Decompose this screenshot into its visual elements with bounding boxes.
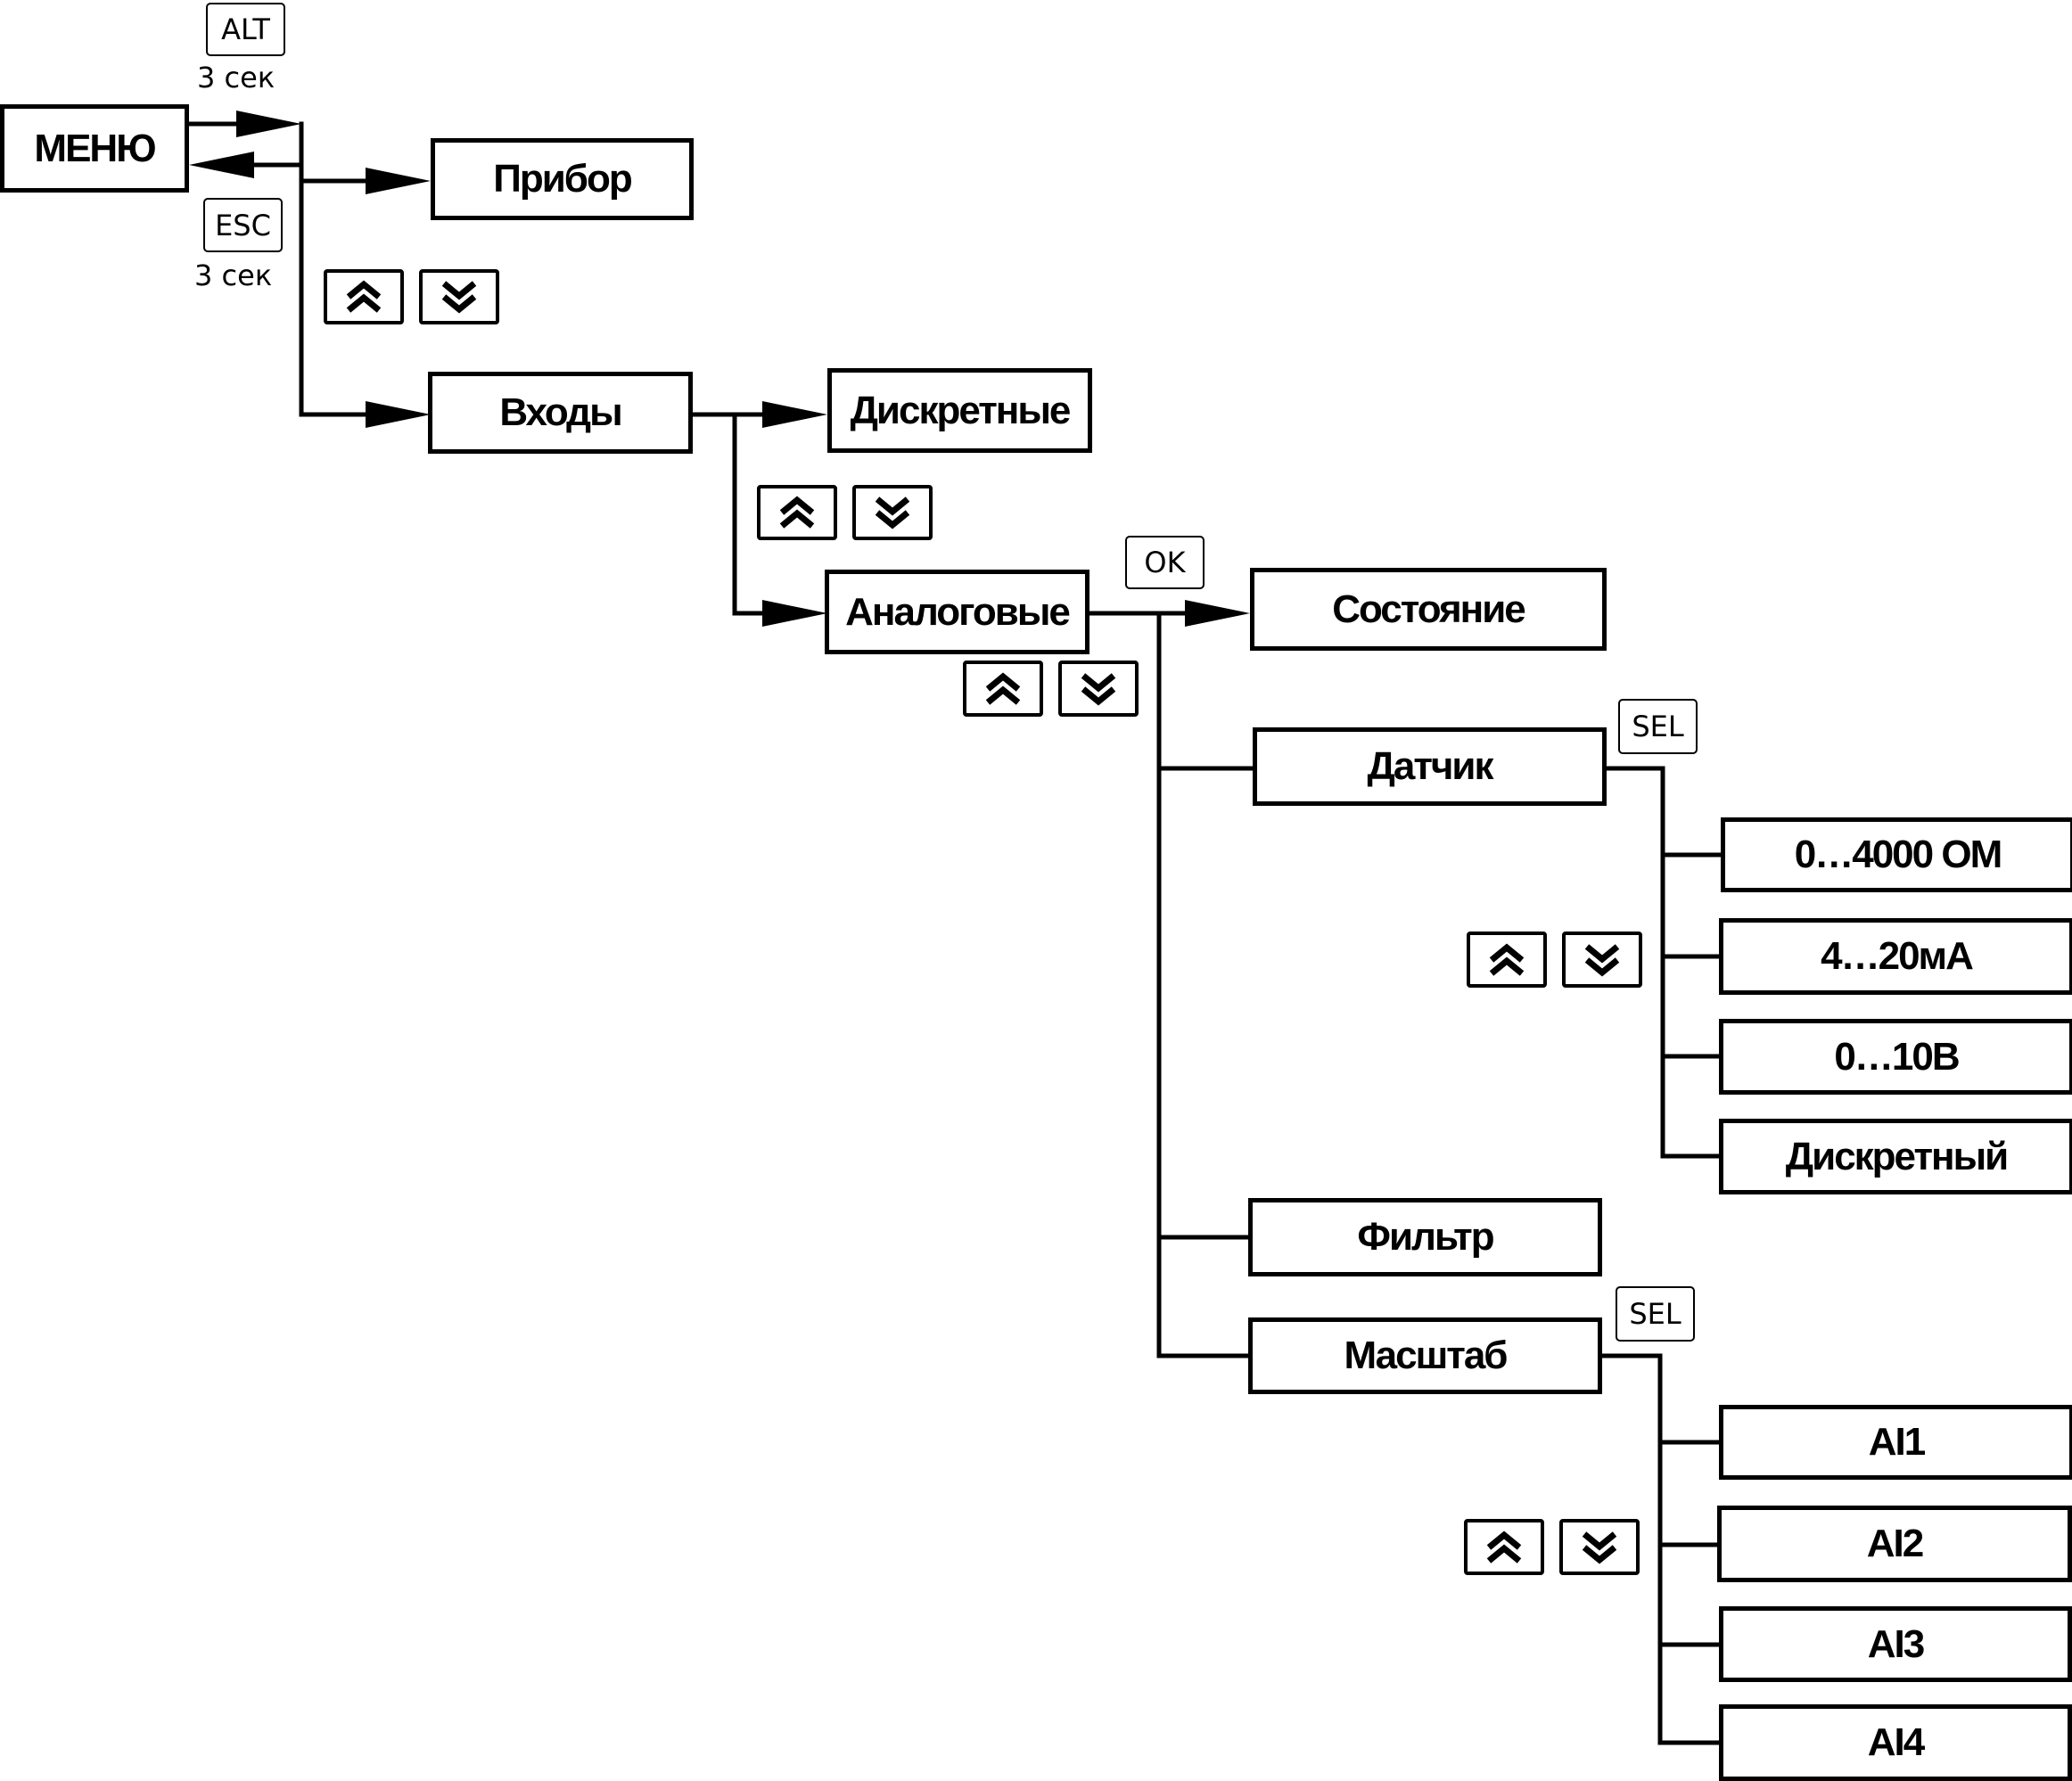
double-chevron-down-icon bbox=[1582, 1531, 1617, 1564]
arrowhead-to-pribor bbox=[366, 168, 431, 194]
double-chevron-up-icon bbox=[1486, 1530, 1522, 1564]
double-chevron-down-icon bbox=[441, 281, 477, 314]
double-chevron-up-icon bbox=[346, 280, 382, 313]
down-button bbox=[1559, 1519, 1640, 1575]
sostoyanie-box[interactable]: Состояние bbox=[1250, 568, 1607, 651]
up-button bbox=[324, 269, 404, 324]
analogovye-box[interactable]: Аналоговые bbox=[825, 570, 1089, 654]
double-chevron-down-icon bbox=[875, 497, 910, 529]
datchik-box[interactable]: Датчик bbox=[1253, 727, 1607, 806]
arrowhead-to-sostoyanie bbox=[1185, 600, 1250, 627]
arrowhead-to-diskretnye bbox=[762, 401, 827, 428]
up-button bbox=[1467, 932, 1547, 988]
menu-box[interactable]: МЕНЮ bbox=[0, 104, 189, 193]
arrowhead-to-vkhody bbox=[366, 401, 431, 428]
esc-hold-caption: 3 сек bbox=[194, 259, 273, 292]
arrowhead-to-menu bbox=[189, 152, 254, 178]
ai1-box[interactable]: AI1 bbox=[1719, 1405, 2072, 1480]
sel-key-datchik: SEL bbox=[1618, 699, 1698, 754]
pribor-box[interactable]: Прибор bbox=[431, 138, 694, 220]
double-chevron-down-icon bbox=[1081, 672, 1116, 706]
arrowhead-to-analogovye bbox=[762, 600, 827, 627]
masshtab-box[interactable]: Масштаб bbox=[1248, 1317, 1602, 1394]
ok-key: OK bbox=[1125, 536, 1205, 589]
arrowhead-to-trunk bbox=[236, 111, 301, 137]
alt-hold-caption: 3 сек bbox=[197, 61, 275, 94]
ai2-box[interactable]: AI2 bbox=[1717, 1506, 2072, 1582]
esc-key: ESC bbox=[203, 198, 283, 252]
sel-key-masshtab: SEL bbox=[1616, 1286, 1695, 1342]
down-button bbox=[852, 485, 933, 540]
down-button bbox=[419, 269, 499, 324]
double-chevron-down-icon bbox=[1584, 943, 1620, 977]
ai4-box[interactable]: AI4 bbox=[1719, 1704, 2072, 1781]
down-button bbox=[1058, 661, 1139, 717]
alt-key: ALT bbox=[206, 3, 285, 56]
double-chevron-up-icon bbox=[985, 671, 1021, 705]
up-button bbox=[757, 485, 837, 540]
range-0-4000-ohm-box[interactable]: 0…4000 ОМ bbox=[1721, 817, 2072, 892]
double-chevron-up-icon bbox=[1489, 942, 1525, 976]
up-button bbox=[963, 661, 1043, 717]
down-button bbox=[1562, 932, 1642, 988]
diskretny-box[interactable]: Дискретный bbox=[1719, 1119, 2072, 1194]
filtr-box[interactable]: Фильтр bbox=[1248, 1198, 1602, 1276]
ai3-box[interactable]: AI3 bbox=[1719, 1606, 2072, 1682]
double-chevron-up-icon bbox=[779, 496, 815, 529]
range-0-10v-box[interactable]: 0…10В bbox=[1719, 1019, 2072, 1095]
diskretnye-box[interactable]: Дискретные bbox=[827, 368, 1092, 453]
range-4-20ma-box[interactable]: 4…20мА bbox=[1719, 918, 2072, 995]
vkhody-box[interactable]: Входы bbox=[428, 372, 693, 454]
up-button bbox=[1464, 1519, 1544, 1575]
